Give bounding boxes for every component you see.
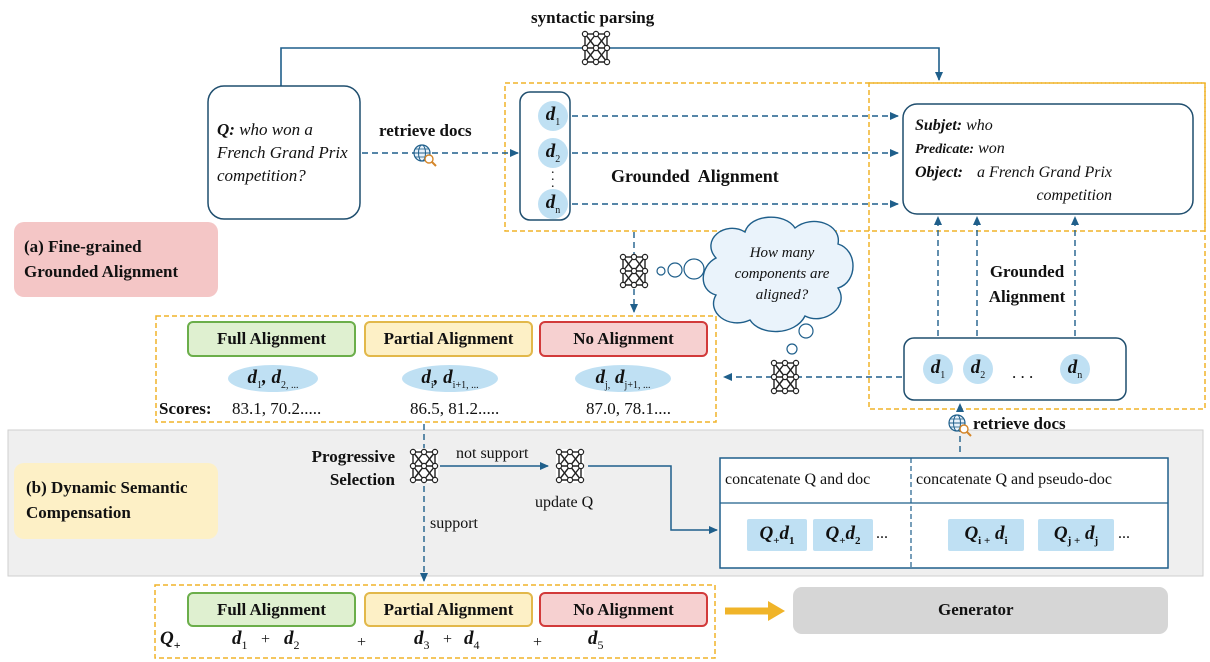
scores-label: Scores: bbox=[159, 399, 212, 418]
row-doc-d2: d2 bbox=[963, 354, 993, 384]
row-doc-dots: . . . bbox=[1012, 363, 1034, 382]
retrieve-docs-right-label: retrieve docs bbox=[973, 414, 1066, 433]
output-frame bbox=[154, 584, 716, 659]
generator-label: Generator bbox=[938, 600, 1014, 619]
output-partial-pill: Partial Alignment bbox=[364, 592, 533, 627]
support-label: support bbox=[430, 515, 478, 532]
scoring-network-icon bbox=[770, 359, 800, 395]
progressive-selection-label: Progressive Selection bbox=[311, 447, 395, 489]
section-a-label: (a) Fine-grained Grounded Alignment bbox=[14, 222, 218, 297]
retrieve-globe-icon bbox=[413, 144, 437, 167]
output-none-pill: No Alignment bbox=[539, 592, 708, 627]
concat-pseudo-header: concatenate Q and pseudo-doc bbox=[916, 471, 1112, 488]
full-docs-ellipse: d1, d2, ... bbox=[228, 365, 318, 392]
q-plus-di: Qi + di bbox=[948, 519, 1024, 551]
not-support-label: not support bbox=[456, 445, 529, 462]
syntactic-parsing-label: syntactic parsing bbox=[531, 8, 655, 27]
right-frame bbox=[868, 82, 1206, 410]
doc-d2: d2 bbox=[538, 138, 568, 168]
thought-cloud bbox=[656, 216, 854, 355]
doc-vertical-dots: ... bbox=[551, 162, 555, 191]
object-value: a French Grand Prix competition bbox=[977, 164, 1112, 204]
thought-text: How many components are aligned? bbox=[734, 245, 830, 303]
no-alignment-pill: No Alignment bbox=[539, 321, 708, 357]
output-full-pill: Full Alignment bbox=[187, 592, 356, 627]
concat-ellipsis-right: ... bbox=[1118, 525, 1130, 542]
partial-scores: 86.5, 81.2..... bbox=[410, 399, 500, 418]
full-alignment-pill: Full Alignment bbox=[187, 321, 356, 357]
update-network-icon bbox=[555, 448, 585, 484]
grounded-alignment-label: Grounded Alignment bbox=[611, 166, 779, 186]
retrieve-docs-label: retrieve docs bbox=[379, 121, 472, 140]
row-doc-d1: d1 bbox=[923, 354, 953, 384]
alignment-scores-frame bbox=[155, 315, 717, 423]
alignment-network-icon bbox=[619, 253, 649, 289]
partial-alignment-pill: Partial Alignment bbox=[364, 321, 533, 357]
update-q-label: update Q bbox=[535, 494, 594, 511]
question-box bbox=[207, 85, 361, 220]
none-scores: 87.0, 78.1.... bbox=[586, 399, 671, 418]
q-plus-d1: Q+d1 bbox=[747, 519, 807, 551]
q-plus-d2: Q+d2 bbox=[813, 519, 873, 551]
triple-box bbox=[902, 103, 1194, 215]
row-doc-dn: dn bbox=[1060, 354, 1090, 384]
grounded-alignment-right: Grounded Alignment bbox=[981, 259, 1073, 309]
selection-network-icon bbox=[409, 448, 439, 484]
partial-docs-ellipse: di, di+1, ... bbox=[402, 365, 498, 392]
question-text: Q: who won a French Grand Prix competiti… bbox=[217, 120, 348, 185]
triple-text: Subjet: who Predicate: won Object: a Fre… bbox=[915, 114, 1187, 207]
parsing-network-icon bbox=[581, 30, 611, 66]
q-plus-dj: Qj + dj bbox=[1038, 519, 1114, 551]
docs-row-box bbox=[903, 337, 1127, 401]
concat-ellipsis-left: ... bbox=[876, 525, 888, 542]
full-scores: 83.1, 70.2..... bbox=[232, 399, 322, 418]
section-b-label: (b) Dynamic Semantic Compensation bbox=[14, 463, 218, 539]
doc-dn: dn bbox=[538, 189, 568, 219]
output-sequence: Q+ d1 + d2 + d3 + d4 + d5 bbox=[160, 628, 604, 652]
doc-d1: d1 bbox=[538, 101, 568, 131]
concat-doc-header: concatenate Q and doc bbox=[725, 471, 871, 488]
generator-box bbox=[793, 587, 1168, 634]
none-docs-ellipse: dj, dj+1, ... bbox=[575, 365, 671, 392]
